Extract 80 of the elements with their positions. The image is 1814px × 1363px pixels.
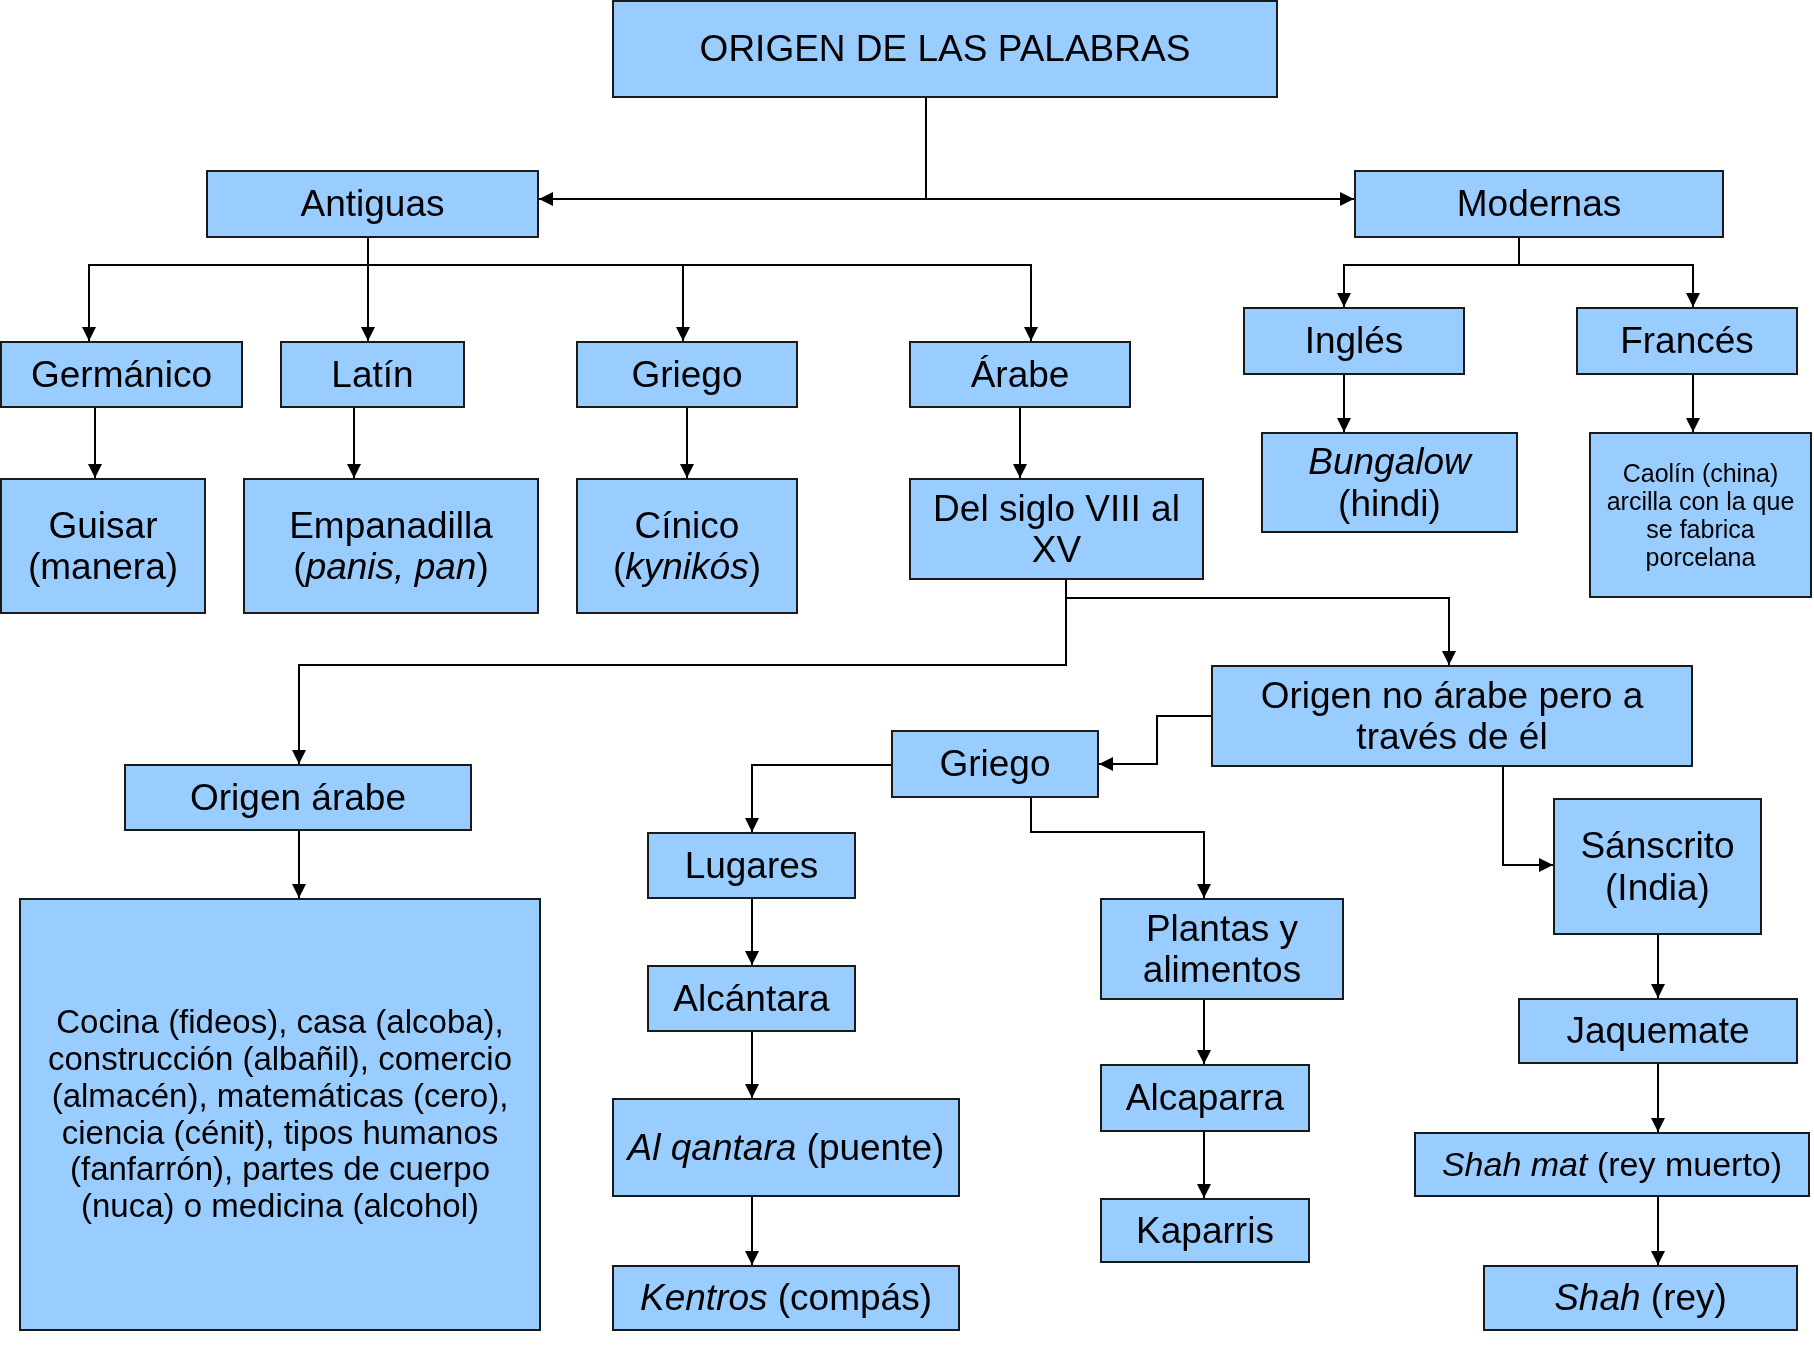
node-text: Caolín (china) arcilla con la que se fabrica porcelana (1605, 459, 1796, 571)
node-text: Germánico (31, 353, 212, 396)
node-text: Griego (631, 353, 743, 396)
node-text: Del siglo VIII al XV (932, 487, 1181, 571)
arrow (88, 407, 102, 479)
node-text: Lugares (684, 844, 819, 887)
node-text: Latín (331, 353, 414, 396)
node-text: Sánscrito (India) (1579, 825, 1736, 908)
arrow (1502, 766, 1554, 872)
concept-box (1576, 307, 1798, 375)
concept-box (891, 730, 1099, 798)
concept-box (647, 832, 856, 899)
node-text: Jaquemate (1566, 1010, 1750, 1052)
concept-box (1553, 798, 1762, 935)
concept-box (1100, 898, 1344, 1000)
arrow (745, 1031, 759, 1099)
arrow (1651, 1063, 1665, 1133)
arrow (1651, 934, 1665, 999)
node-text: Modernas (1456, 183, 1622, 225)
node-text: Shah mat (rey muerto) (1441, 1145, 1783, 1184)
concept-box (1589, 432, 1812, 598)
concept-box (647, 965, 856, 1032)
arrow (1197, 1131, 1211, 1199)
concept-box (612, 1265, 960, 1331)
concept-box (243, 478, 539, 614)
node-text: Guisar (manera) (27, 504, 179, 588)
node-text: Origen no árabe pero a través de él (1259, 674, 1645, 758)
concept-box (1414, 1132, 1810, 1197)
node-text: Alcaparra (1125, 1077, 1285, 1119)
arrow (1651, 1196, 1665, 1266)
node-text: Kaparris (1136, 1209, 1274, 1252)
node-text: Shah (rey) (1554, 1277, 1727, 1319)
arrow (1098, 715, 1212, 771)
concept-box (280, 341, 465, 408)
arrow (1518, 237, 1700, 308)
concept-box (19, 898, 541, 1331)
arrow (292, 830, 306, 899)
arrow (680, 407, 694, 479)
node-text: Bungalow (hindi) (1307, 441, 1474, 524)
concept-box (909, 341, 1131, 408)
concept-box (0, 478, 206, 614)
node-text: Griego (939, 743, 1051, 785)
concept-box (1354, 170, 1724, 238)
arrow (745, 1196, 759, 1266)
node-text: Origen árabe (190, 776, 406, 819)
arrow (1030, 797, 1211, 899)
node-text: Cocina (fideos), casa (alcoba), construcción (albañil), comercio (almacén), matemáticas (cero), ciencia (cénit), tipos humanos (fanfarrón), partes de cuerpo (nuca) o medicina (alcohol) (47, 1003, 513, 1226)
arrow (1013, 407, 1027, 479)
concept-box (1100, 1064, 1310, 1132)
concept-box (0, 341, 243, 408)
node-text: Inglés (1304, 320, 1404, 362)
arrow (1197, 999, 1211, 1065)
concept-box (576, 478, 798, 614)
title-box (612, 0, 1278, 98)
node-text: Alcántara (673, 977, 830, 1020)
node-text: Al qantara (puente) (627, 1126, 945, 1169)
node-text: Árabe (970, 353, 1070, 396)
arrow (1686, 374, 1700, 433)
node-text: Antiguas (300, 183, 445, 225)
node-text: ORIGEN DE LAS PALABRAS (699, 28, 1191, 70)
concept-box (1100, 1198, 1310, 1263)
concept-box (206, 170, 539, 238)
node-text: Francés (1620, 320, 1754, 362)
arrow (745, 764, 892, 833)
node-text: Empanadilla (panis, pan) (288, 504, 494, 588)
node-text: Cínico (kynikós) (611, 504, 762, 588)
concept-box (576, 341, 798, 408)
arrow (1337, 374, 1351, 433)
concept-box (612, 1098, 960, 1197)
arrow (745, 898, 759, 966)
concept-box (909, 478, 1204, 580)
concept-box (1261, 432, 1518, 533)
concept-box (1518, 998, 1798, 1064)
concept-box (124, 764, 472, 831)
node-text: Plantas y alimentos (1141, 907, 1303, 991)
node-text: Kentros (compás) (640, 1277, 932, 1319)
arrow (347, 407, 361, 479)
concept-box (1211, 665, 1693, 767)
concept-box (1483, 1265, 1798, 1331)
concept-box (1243, 307, 1465, 375)
